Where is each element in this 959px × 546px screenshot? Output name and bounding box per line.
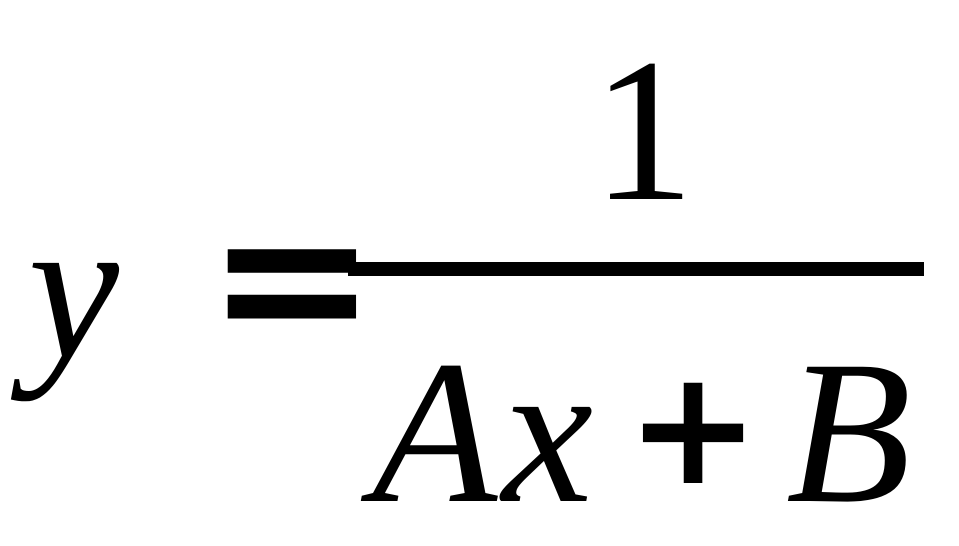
plus-sign: + (626, 334, 761, 521)
numerator: 1 (592, 17, 695, 244)
denominator-a: A (372, 319, 498, 546)
equals-sign: = (206, 159, 378, 397)
formula: y = 1 A x + B (28, 17, 924, 535)
fraction-bar (348, 262, 924, 276)
denominator-x: x (502, 319, 593, 546)
variable-y: y (28, 175, 119, 402)
denominator-b: B (786, 319, 912, 546)
